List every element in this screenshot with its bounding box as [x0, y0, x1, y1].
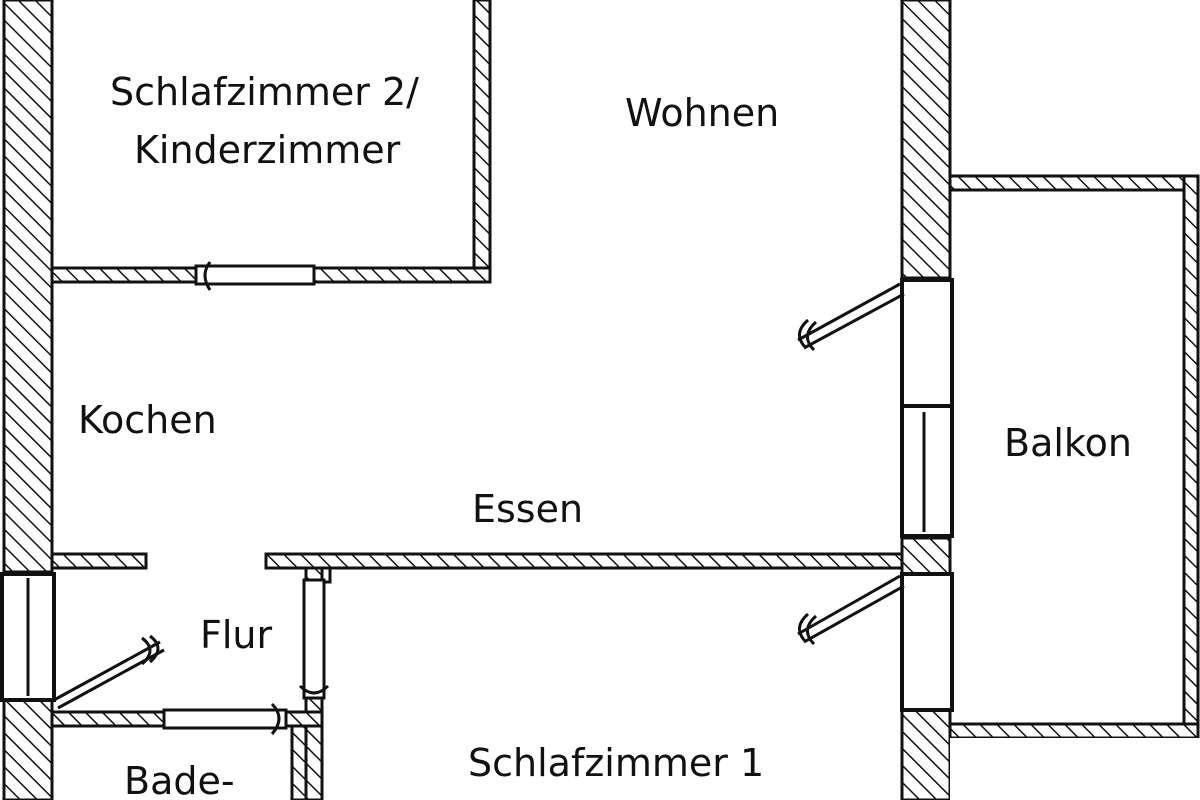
- wall-bad-top-a: [50, 710, 166, 728]
- wall-left-upper: [2, 0, 54, 574]
- balcony-wall-top: [948, 174, 1200, 192]
- label-schlafzimmer2-line2: Kinderzimmer: [134, 128, 401, 172]
- door-balcony-lower: [900, 572, 954, 712]
- wall-sz2-right: [472, 0, 492, 284]
- wall-bottom-right: [950, 738, 1200, 800]
- wall-right-lower: [900, 708, 952, 800]
- arrow-flur: [53, 640, 161, 702]
- swing-arrows: [53, 282, 905, 710]
- wall-mid-right: [264, 552, 904, 570]
- door-bad: [162, 708, 288, 730]
- label-schlafzimmer1: Schlafzimmer 1: [468, 741, 764, 785]
- wall-bad-top-b: [284, 710, 324, 728]
- wall-right-upper: [900, 0, 952, 280]
- door-schlafzimmer1: [302, 578, 326, 700]
- balcony-wall-bottom: [948, 722, 1200, 740]
- balcony-wall-right: [1182, 174, 1200, 740]
- arrow-wohnen: [797, 282, 901, 342]
- label-essen: Essen: [472, 487, 583, 531]
- label-balkon: Balkon: [1004, 421, 1132, 465]
- wall-sz2-bottom-b: [312, 266, 492, 284]
- door-balcony-upper: [900, 278, 954, 408]
- wall-sz2-bottom-a: [50, 266, 200, 284]
- wall-right-middle: [900, 536, 952, 576]
- wall-bad-right: [290, 724, 308, 800]
- wall-left-lower: [2, 698, 54, 800]
- label-kochen: Kochen: [78, 398, 217, 442]
- door-schlafzimmer2: [194, 264, 316, 286]
- wall-mid-left: [50, 552, 148, 570]
- window-balcony-middle: [900, 404, 954, 538]
- label-schlafzimmer2-line1: Schlafzimmer 2/: [110, 70, 419, 114]
- wall-sz1-left: [320, 566, 332, 584]
- label-wohnen: Wohnen: [625, 91, 779, 135]
- openings: [0, 261, 954, 735]
- label-flur: Flur: [200, 613, 272, 657]
- room-labels: Schlafzimmer 2/ Kinderzimmer Wohnen Koch…: [78, 70, 1132, 800]
- arrow-schlafzimmer1: [797, 574, 901, 636]
- label-bad: Bade-: [124, 759, 235, 800]
